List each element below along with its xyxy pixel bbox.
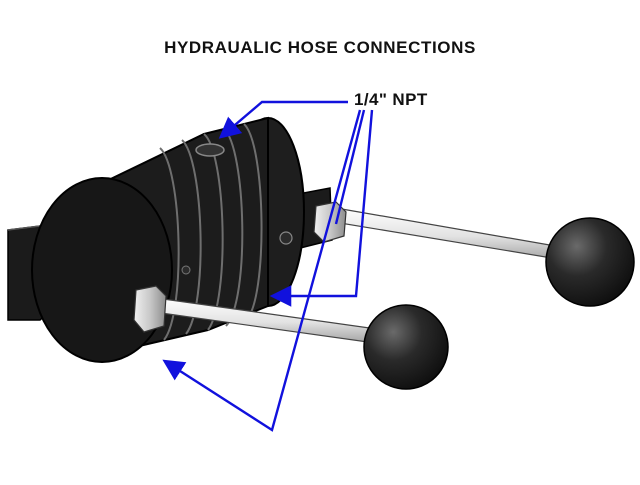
lower-handle (133, 285, 449, 390)
npt-callout-label: 1/4" NPT (354, 90, 428, 109)
arrow-to-upper-fitting (334, 109, 366, 225)
upper-handle-knob (545, 217, 635, 307)
upper-handle (313, 201, 635, 307)
arrow-to-top-port (218, 100, 348, 139)
side-npt-port (279, 231, 293, 245)
lower-handle-knob (363, 304, 449, 390)
diagram-title: HYDRAUALIC HOSE CONNECTIONS (164, 38, 476, 57)
arrow-to-lower-fitting (162, 109, 362, 432)
lower-hex-fitting (133, 285, 167, 333)
valve-front-face (31, 177, 173, 363)
arrow-to-side-port (269, 109, 374, 307)
top-npt-port (195, 143, 225, 157)
callout-arrows (162, 100, 374, 432)
